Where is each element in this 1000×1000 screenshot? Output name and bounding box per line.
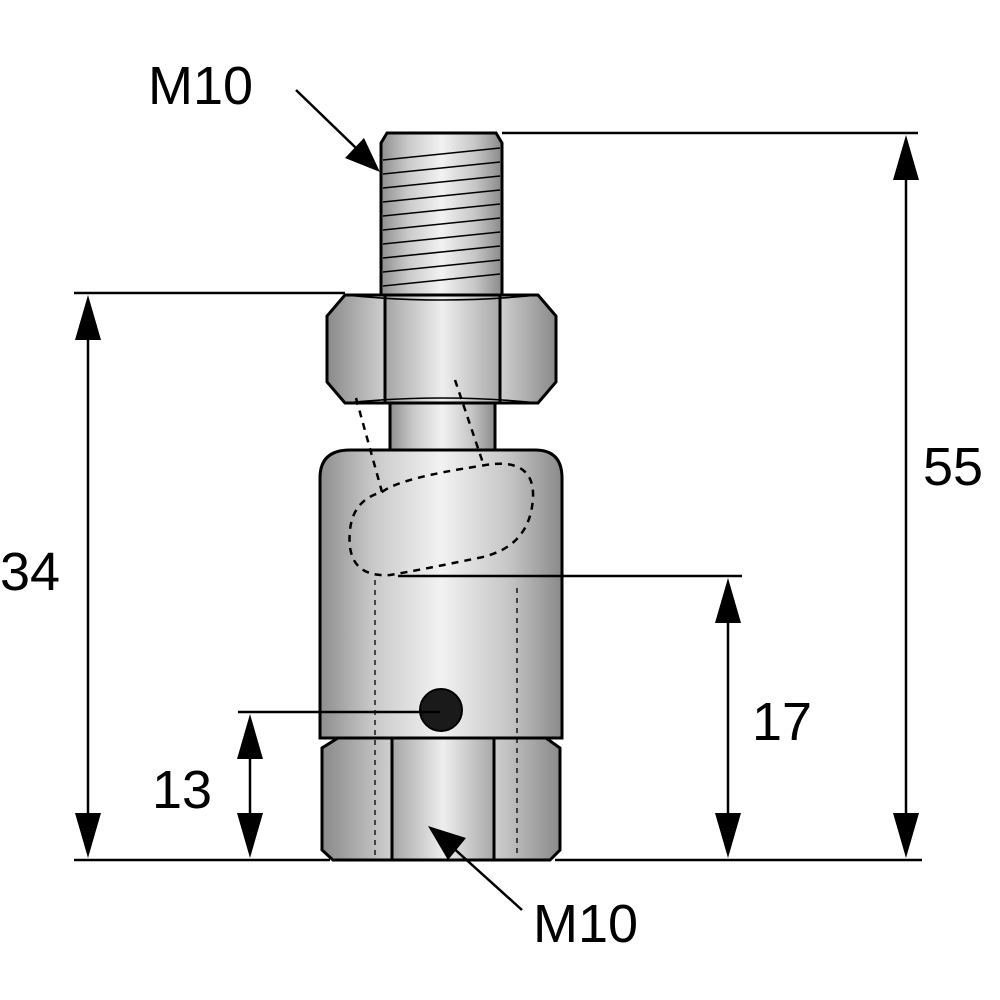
dimension-17-label: 17: [752, 692, 812, 752]
top-thread-leader: [295, 89, 380, 172]
hex-nut: [325, 293, 558, 405]
bottom-thread-leader: [428, 826, 523, 911]
neck: [388, 401, 497, 455]
dimension-55: [502, 131, 922, 862]
swivel-body: [318, 379, 564, 862]
top-thread-label: M10: [148, 56, 253, 116]
thread-lines: [382, 147, 501, 287]
bottom-thread-label: M10: [533, 894, 638, 954]
dimension-13-label: 13: [152, 760, 212, 820]
cross-hole: [419, 688, 463, 732]
dimension-34: [74, 291, 345, 862]
dimension-17: [398, 574, 742, 858]
dimension-55-label: 55: [923, 437, 983, 497]
threaded-stud: [379, 131, 504, 297]
dimension-13: [237, 710, 440, 858]
dimension-34-label: 34: [0, 542, 60, 602]
